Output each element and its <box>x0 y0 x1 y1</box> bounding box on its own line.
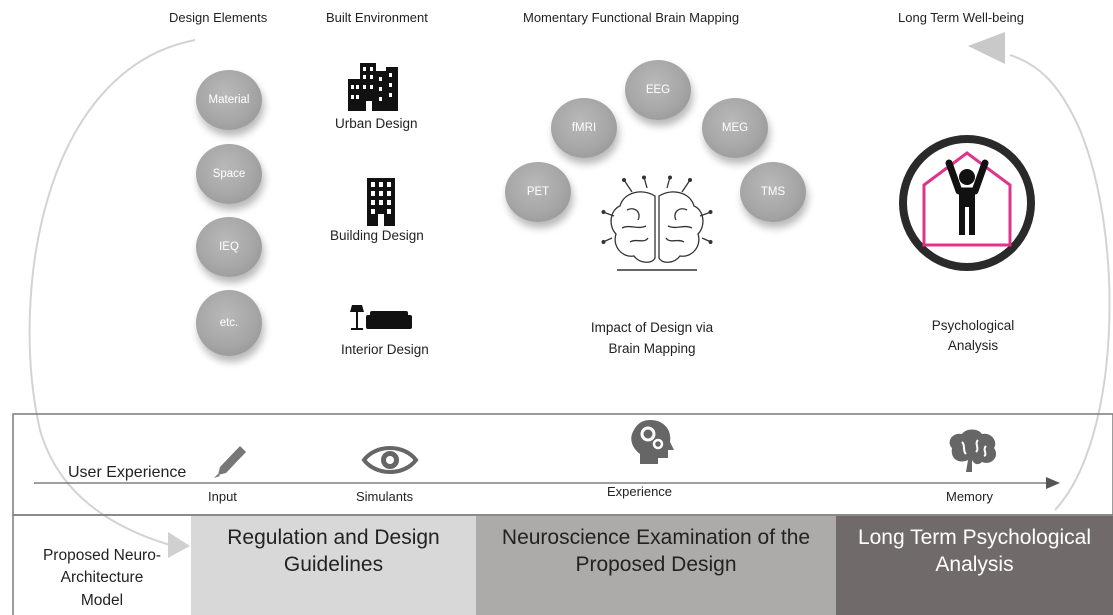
header-brain-mapping: Momentary Functional Brain Mapping <box>523 10 740 25</box>
brain-method-meg: MEG <box>702 98 768 158</box>
building-design-icon <box>367 178 395 226</box>
pencil-icon <box>214 446 246 478</box>
brain-icon <box>949 429 997 472</box>
header-well-being: Long Term Well-being <box>898 10 1024 25</box>
interior-design-icon <box>350 305 412 330</box>
design-element-etc: etc. <box>196 290 262 356</box>
built-env-urban-label: Urban Design <box>335 116 418 131</box>
left-arc <box>28 39 196 546</box>
design-element-space: Space <box>196 144 262 204</box>
stage-memory-label: Memory <box>946 489 993 504</box>
header-design-elements: Design Elements <box>169 10 268 25</box>
design-element-material: Material <box>196 70 262 130</box>
stage-input-label: Input <box>208 489 237 504</box>
built-env-interior-label: Interior Design <box>341 342 429 357</box>
user-experience-title: User Experience <box>68 464 187 481</box>
timeline-arrowhead <box>1046 477 1060 489</box>
eye-icon <box>361 446 419 474</box>
person-home-icon <box>899 135 1035 271</box>
brain-method-eeg: EEG <box>625 60 691 120</box>
model-label: Proposed Neuro- Architecture Model <box>42 547 162 609</box>
brain-method-fmri: fMRI <box>551 98 617 158</box>
urban-design-icon <box>348 63 398 111</box>
stage-experience-label: Experience <box>607 484 673 499</box>
brain-circuit-icon <box>601 175 713 271</box>
design-element-ieq: IEQ <box>196 217 262 277</box>
head-gears-icon <box>631 420 674 464</box>
psych-label: Psychological Analysis <box>931 318 1015 354</box>
header-built-environment: Built Environment <box>326 10 428 25</box>
impact-label: Impact of Design via Brain Mapping <box>590 320 714 356</box>
built-env-building-label: Building Design <box>330 228 424 243</box>
brain-method-tms: TMS <box>740 162 806 222</box>
stage-simulants-label: Simulants <box>356 489 414 504</box>
right-arc <box>1009 54 1111 511</box>
left-arc-arrowhead <box>168 532 190 558</box>
right-arc-arrowhead <box>968 32 1005 64</box>
brain-method-pet: PET <box>505 162 571 222</box>
